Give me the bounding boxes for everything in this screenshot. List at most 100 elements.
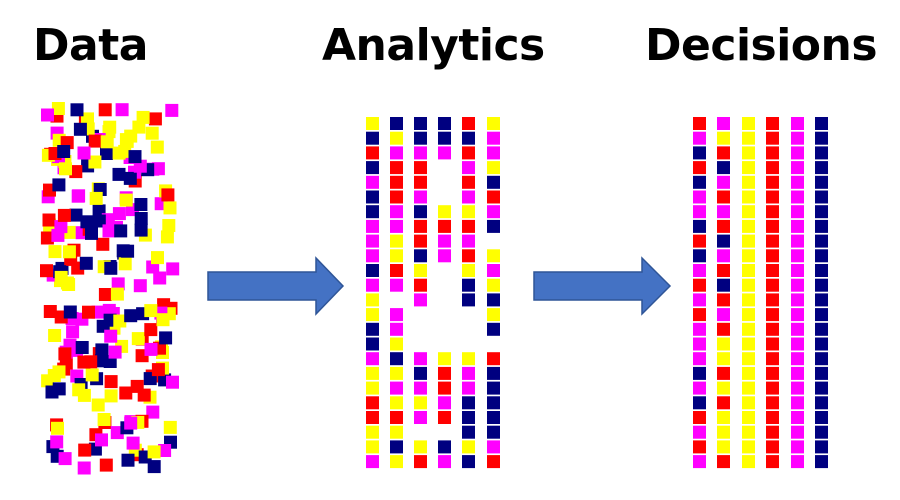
analytics-square (438, 411, 451, 424)
decision-square (693, 278, 706, 292)
decision-square (742, 366, 755, 380)
analytics-square (390, 411, 403, 424)
analytics-square (366, 366, 379, 380)
analytics-square (414, 293, 427, 307)
data-square (62, 278, 76, 291)
analytics-square (487, 293, 500, 307)
data-square (134, 198, 148, 211)
analytics-columns (366, 117, 500, 469)
analytics-square (390, 264, 403, 277)
analytics-square (438, 366, 451, 380)
decision-square (815, 396, 828, 410)
decision-square (693, 219, 706, 233)
analytics-square (366, 293, 379, 307)
data-square (57, 208, 71, 222)
data-square (150, 140, 164, 154)
data-square (134, 212, 148, 225)
analytics-square (366, 440, 379, 454)
data-square (77, 388, 91, 402)
data-square (158, 444, 172, 457)
decision-square (693, 455, 706, 469)
decision-square (717, 396, 730, 410)
decision-square (791, 293, 804, 307)
analytics-square (366, 425, 379, 439)
analytics-square (462, 205, 475, 219)
decision-square (766, 205, 779, 219)
data-square (41, 108, 54, 122)
data-square (128, 150, 142, 164)
decision-square (717, 190, 730, 204)
data-square (148, 112, 162, 126)
analytics-square (438, 234, 451, 248)
analytics-square (487, 352, 500, 366)
data-square (104, 375, 118, 389)
analytics-square (462, 219, 475, 233)
analytics-square (366, 381, 379, 395)
analytics-square (487, 175, 500, 189)
data-square (69, 165, 83, 179)
decision-square (717, 131, 730, 145)
analytics-square (366, 264, 379, 277)
data-square (130, 379, 144, 393)
data-square (99, 458, 113, 472)
analytics-square (438, 131, 451, 145)
analytics-square (414, 205, 427, 219)
decision-square (766, 337, 779, 351)
decision-square (693, 234, 706, 248)
decision-square (742, 293, 755, 307)
arrow-data-to-analytics (207, 256, 345, 316)
data-square (51, 421, 64, 435)
analytics-square (390, 425, 403, 439)
decision-square (742, 146, 755, 160)
decision-square (693, 264, 706, 277)
analytics-square (366, 205, 379, 219)
analytics-square (414, 440, 427, 454)
decision-square (693, 352, 706, 366)
analytics-square (390, 117, 403, 130)
analytics-square (414, 117, 427, 130)
data-square (48, 329, 62, 342)
data-square (85, 368, 99, 382)
data-square (40, 264, 53, 278)
decision-square (742, 411, 755, 424)
data-square (43, 305, 57, 318)
data-square (161, 188, 175, 202)
analytics-square (438, 146, 451, 160)
analytics-square (462, 396, 475, 410)
decision-square (815, 146, 828, 160)
decision-square (766, 381, 779, 395)
analytics-square (462, 411, 475, 424)
data-square (102, 224, 116, 238)
analytics-square (366, 322, 379, 336)
analytics-square (487, 161, 500, 175)
decision-square (815, 411, 828, 424)
data-square (104, 261, 118, 275)
decision-square (766, 219, 779, 233)
decision-square (766, 264, 779, 277)
analytics-square (390, 278, 403, 292)
analytics-square (390, 308, 403, 322)
decision-square (815, 234, 828, 248)
data-square (50, 435, 64, 449)
data-square (57, 145, 71, 158)
decision-square (717, 146, 730, 160)
data-square (131, 332, 145, 346)
data-square (48, 245, 62, 259)
data-square (102, 125, 116, 139)
decision-square (717, 117, 730, 130)
decision-square (742, 175, 755, 189)
data-square (163, 420, 177, 434)
decision-square (791, 411, 804, 424)
data-square (97, 413, 111, 426)
decision-square (717, 411, 730, 424)
decision-square (693, 146, 706, 160)
analytics-square (414, 278, 427, 292)
decision-square (791, 381, 804, 395)
decision-square (766, 322, 779, 336)
data-square (114, 224, 128, 238)
decision-square (742, 234, 755, 248)
analytics-square (487, 381, 500, 395)
decision-square (815, 455, 828, 469)
data-square (96, 237, 110, 251)
analytics-square (438, 440, 451, 454)
